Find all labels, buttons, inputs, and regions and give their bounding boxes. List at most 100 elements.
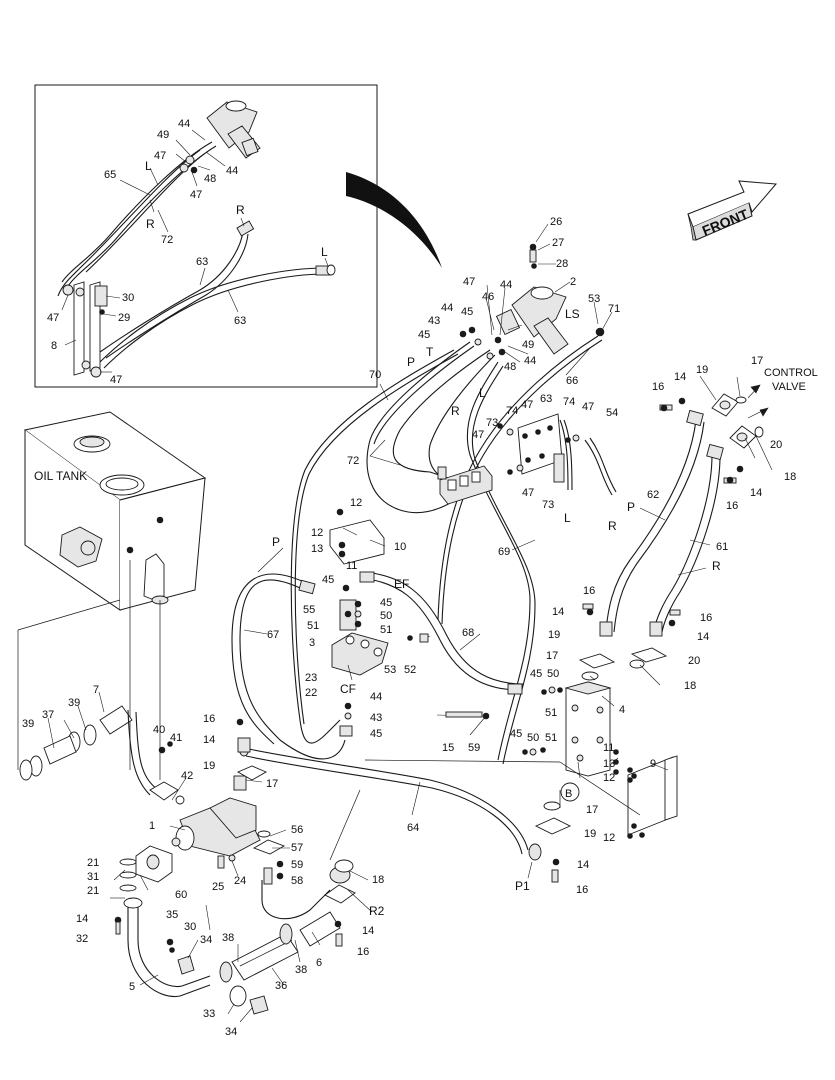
callout-51b: 51 [380, 624, 392, 636]
callout-46: 46 [482, 291, 494, 303]
callout-40: 40 [153, 724, 165, 736]
callout-21b: 21 [87, 885, 99, 897]
callout-50a: 50 [380, 610, 392, 622]
bracket-9 [627, 755, 678, 836]
front-direction-arrow: FRONT [687, 180, 778, 241]
fasteners [114, 326, 645, 953]
callout-9: 9 [650, 758, 656, 770]
callout-14a: 14 [674, 371, 686, 383]
callout-12d: 12 [603, 832, 615, 844]
callout-45c: 45 [322, 574, 334, 586]
port-label-p-right: P [627, 500, 635, 514]
callout-54: 54 [606, 407, 618, 419]
callout-34a: 34 [200, 934, 212, 946]
callout-68: 68 [462, 627, 474, 639]
callout-44a: 44 [500, 279, 512, 291]
callout-61: 61 [716, 541, 728, 553]
callout-6: 6 [316, 957, 322, 969]
inset-callout-8: 8 [51, 340, 57, 352]
flange-20-block [630, 647, 668, 663]
port-label-l-top: L [479, 386, 486, 400]
callout-1: 1 [149, 820, 155, 832]
callout-66: 66 [566, 375, 578, 387]
suction-hose-7 [19, 705, 159, 796]
inset-callout-29: 29 [118, 312, 130, 324]
bolt-16-top [659, 397, 686, 412]
callout-47b: 47 [521, 399, 533, 411]
callout-28: 28 [556, 258, 568, 270]
callout-74a: 74 [506, 405, 518, 417]
inset-callout-44a: 44 [178, 118, 190, 130]
bracket-73 [517, 413, 565, 483]
callout-36: 36 [275, 980, 287, 992]
callout-45f: 45 [530, 668, 542, 680]
callout-45g: 45 [510, 728, 522, 740]
callout-17d: 17 [266, 778, 278, 790]
clamp-33 [229, 985, 247, 1007]
callout-5: 5 [129, 981, 135, 993]
callout-45b: 45 [418, 329, 430, 341]
detail-arrow [346, 172, 442, 268]
callout-45d: 45 [380, 597, 392, 609]
callout-37: 37 [42, 709, 54, 721]
callout-11b: 11 [603, 742, 614, 754]
callout-51a: 51 [307, 620, 319, 632]
inset-port-r-top: R [236, 203, 245, 217]
callout-19d: 19 [203, 760, 215, 772]
port-label-p-left: P [272, 535, 280, 549]
callout-14c: 14 [552, 606, 564, 618]
callout-23: 23 [305, 672, 317, 684]
callout-38b: 38 [295, 964, 307, 976]
hose-69 [466, 361, 531, 761]
flange-20-top [729, 425, 757, 449]
callout-45a: 45 [461, 306, 473, 318]
hose-64 [243, 747, 529, 851]
inset-callout-49: 49 [157, 129, 169, 141]
callout-47c: 47 [582, 401, 594, 413]
callout-41: 41 [170, 732, 182, 744]
detail-b-label: B [565, 788, 572, 800]
callout-43b: 43 [370, 712, 382, 724]
callout-10: 10 [394, 541, 406, 553]
inset-port-l: L [145, 159, 152, 173]
port-label-p-top: P [407, 355, 415, 369]
callout-53a: 53 [588, 293, 600, 305]
callout-47a: 47 [463, 276, 475, 288]
detail-inset: 44 49 47 48 44 47 L 65 R 72 R L 63 63 30… [34, 84, 378, 388]
callout-33: 33 [203, 1008, 215, 1020]
callout-73a: 73 [486, 417, 498, 429]
callout-60: 60 [175, 889, 187, 901]
port-label-r-top: R [451, 404, 460, 418]
callout-44c: 44 [524, 355, 536, 367]
callout-13a: 13 [311, 543, 323, 555]
oil-tank: OIL TANK [23, 411, 207, 611]
callout-19c: 19 [584, 828, 596, 840]
hose-62 [605, 419, 697, 631]
hose-6 [299, 911, 341, 947]
callout-74b: 74 [563, 396, 575, 408]
callout-2: 2 [570, 276, 576, 288]
callout-50c: 50 [527, 732, 539, 744]
callout-19b: 19 [548, 629, 560, 641]
callout-35: 35 [166, 909, 178, 921]
bolt-16-right [723, 465, 744, 484]
callout-59a: 59 [468, 742, 480, 754]
callout-39a: 39 [22, 718, 34, 730]
callout-50b: 50 [547, 668, 559, 680]
callout-48: 48 [504, 361, 516, 373]
callout-45e: 45 [370, 728, 382, 740]
inset-callout-44b: 44 [226, 165, 238, 177]
callout-49: 49 [522, 339, 534, 351]
callout-58: 58 [291, 875, 303, 887]
o-ring-18-top [754, 426, 764, 438]
oil-tank-label: OIL TANK [34, 469, 87, 483]
callout-63: 63 [540, 393, 552, 405]
hose-ef [359, 577, 521, 691]
callout-16d: 16 [700, 612, 712, 624]
callout-11a: 11 [346, 560, 357, 572]
port-label-r2: R2 [369, 904, 385, 918]
o-ring-17-top [735, 396, 747, 404]
callout-18c: 18 [372, 874, 384, 886]
inset-pilot-valve [206, 100, 261, 159]
callout-57: 57 [291, 842, 303, 854]
